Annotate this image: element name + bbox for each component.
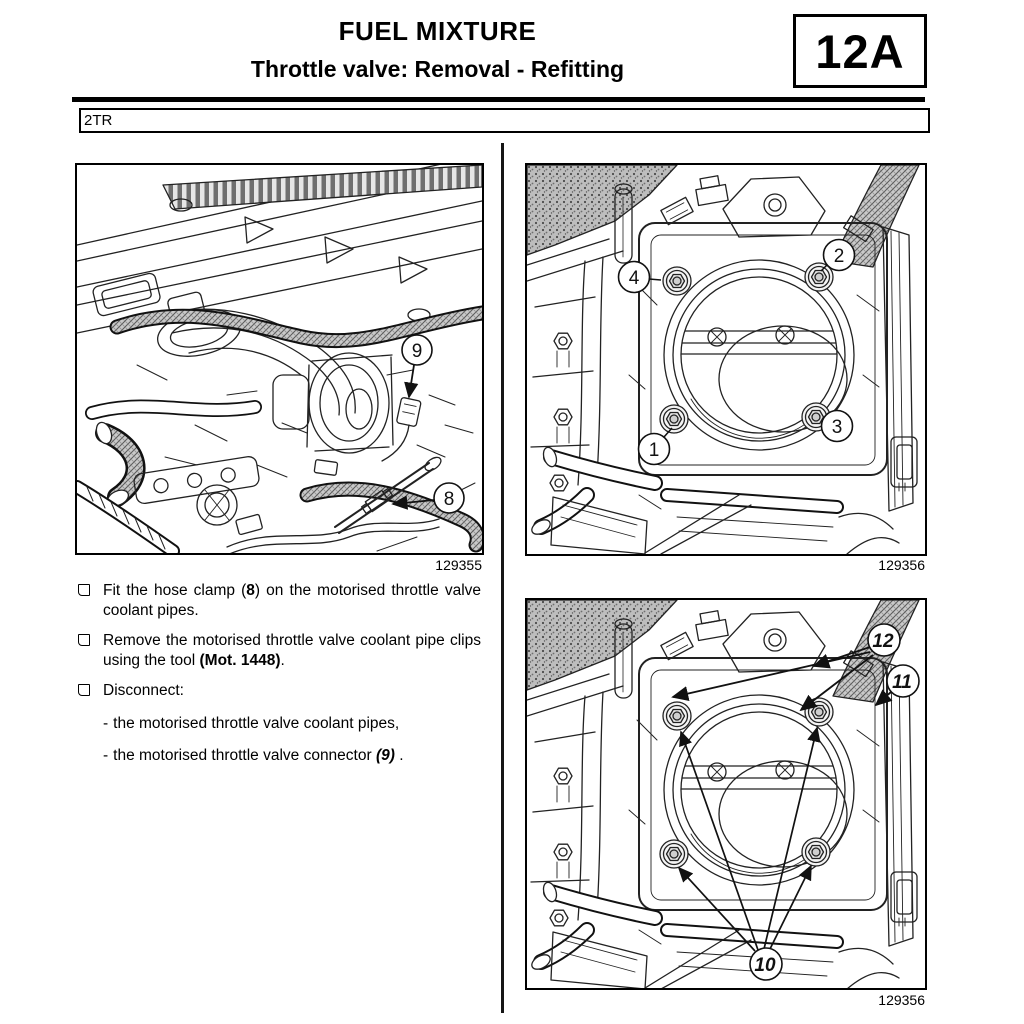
header-rule xyxy=(72,97,925,102)
callout-12: 12 xyxy=(671,623,901,712)
throttle-body-illustration: 12 11 10 xyxy=(527,600,925,988)
callout-9-label: 9 xyxy=(412,341,423,362)
figure-caption-129356-bottom: 129356 xyxy=(878,992,925,1008)
callout-4-label: 4 xyxy=(629,268,640,289)
instruction-list: Fit the hose clamp (8) on the motorised … xyxy=(77,581,481,766)
square-bullet-icon xyxy=(78,584,90,596)
callout-12-label: 12 xyxy=(872,631,894,652)
callout-10: 10 xyxy=(677,726,821,981)
instruction-text: Remove the motorised throttle valve cool… xyxy=(103,632,481,669)
variant-code: 2TR xyxy=(84,112,113,129)
instruction-bullet-3: Disconnect: xyxy=(77,681,481,701)
callout-3: 3 xyxy=(820,409,854,443)
callout-1: 1 xyxy=(637,427,673,466)
callout-11: 11 xyxy=(874,664,920,707)
instruction-bullet-2: Remove the motorised throttle valve cool… xyxy=(77,631,481,670)
callout-9: 9 xyxy=(401,334,433,399)
callout-2-label: 2 xyxy=(834,246,845,267)
column-divider xyxy=(501,143,504,1013)
callout-2: 2 xyxy=(820,238,856,272)
instruction-text: Disconnect: xyxy=(103,682,184,699)
figure-caption-129355: 129355 xyxy=(435,557,482,573)
instruction-sub-2: -the motorised throttle valve connector … xyxy=(103,747,404,764)
callout-4: 4 xyxy=(617,260,662,294)
callout-8-label: 8 xyxy=(444,489,455,510)
instruction-text: Fit the hose clamp (8) on the motorised … xyxy=(103,582,482,619)
square-bullet-icon xyxy=(78,684,90,696)
variant-code-bar: 2TR xyxy=(79,108,930,133)
engine-bay-illustration: 9 8 xyxy=(77,165,482,553)
page-title: FUEL MIXTURE xyxy=(338,16,537,46)
callout-8: 8 xyxy=(391,482,465,514)
figure-throttle-body-removal: 4 2 3 1 xyxy=(525,163,927,556)
callout-3-label: 3 xyxy=(832,417,843,438)
figure-caption-129356-top: 129356 xyxy=(878,557,925,573)
page-subtitle: Throttle valve: Removal - Refitting xyxy=(250,56,625,82)
instruction-bullet-1: Fit the hose clamp (8) on the motorised … xyxy=(77,581,481,620)
callout-11-label: 11 xyxy=(892,672,912,693)
callout-1-label: 1 xyxy=(649,440,660,461)
instruction-sub-1: -the motorised throttle valve coolant pi… xyxy=(103,714,400,732)
square-bullet-icon xyxy=(78,634,90,646)
throttle-body-illustration: 4 2 3 1 xyxy=(527,165,920,554)
figure-engine-bay: 9 8 xyxy=(75,163,484,555)
section-code-box: 12A xyxy=(793,14,927,88)
callout-10-label: 10 xyxy=(754,955,776,976)
figure-throttle-body-refitting: 12 11 10 xyxy=(525,598,927,990)
